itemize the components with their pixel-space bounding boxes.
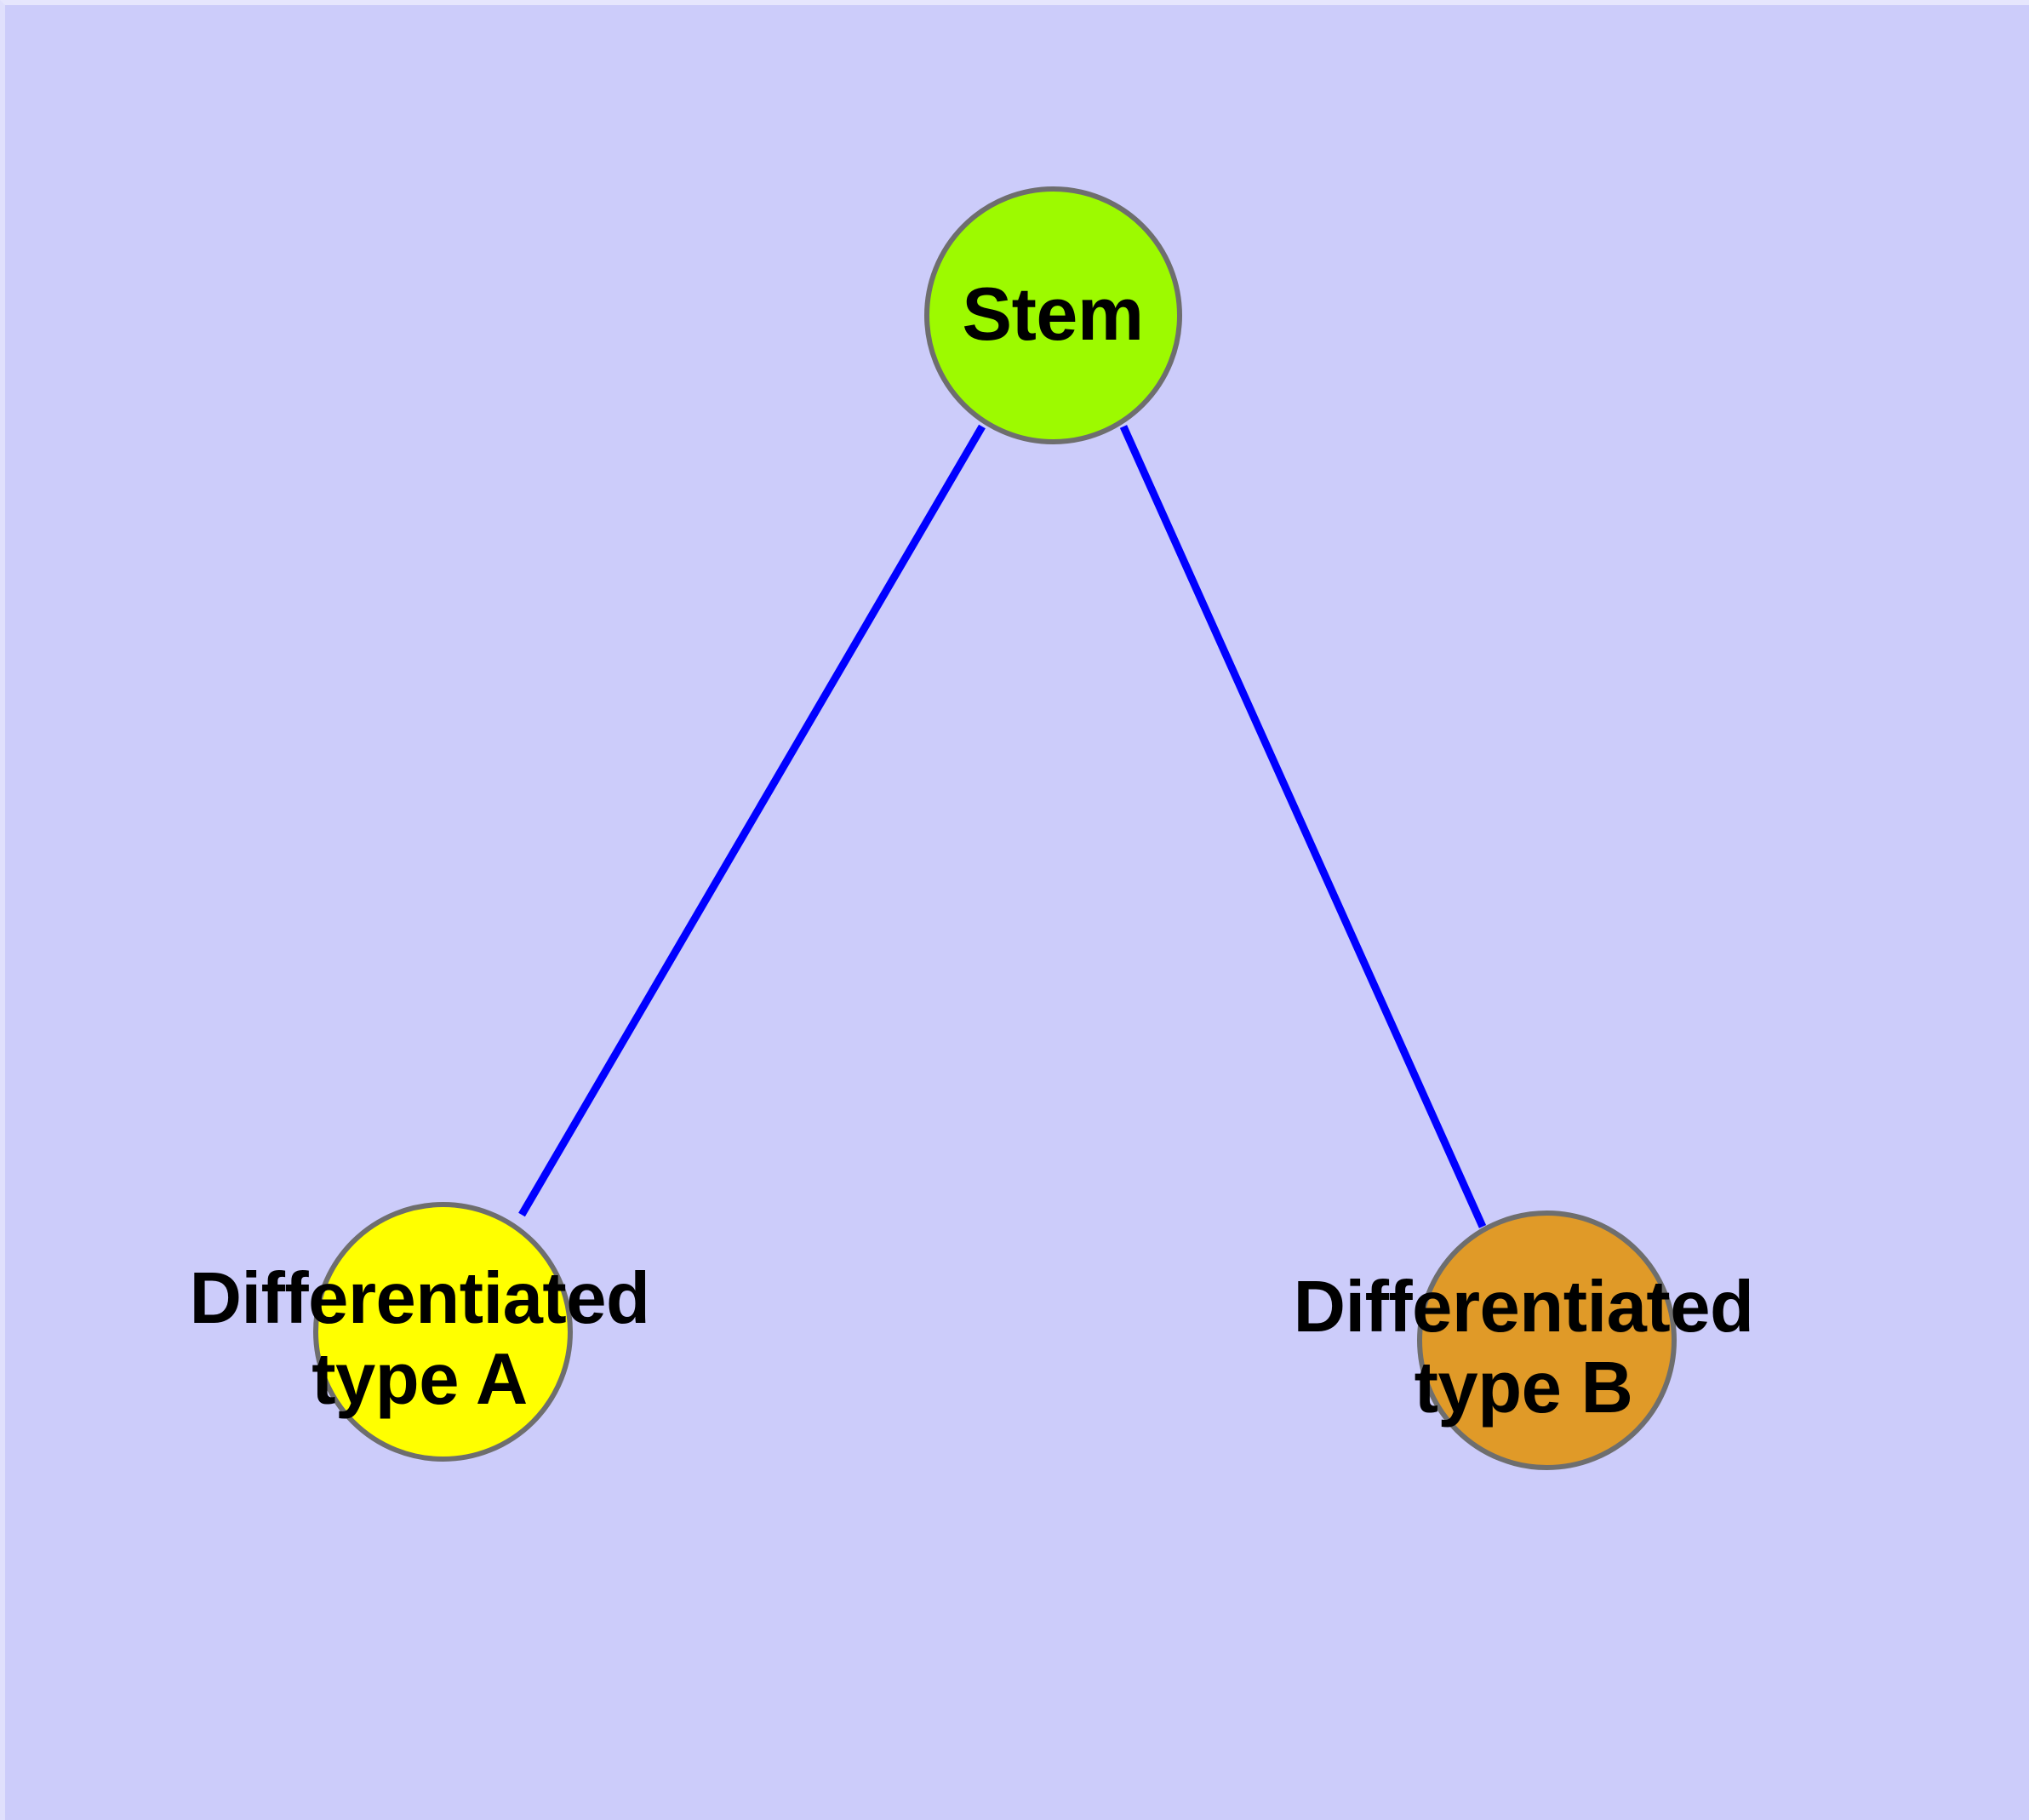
edge-stem-to-differentiated-type-b[interactable] [1119, 425, 1487, 1228]
node-differentiated-type-a[interactable] [313, 1202, 573, 1462]
edge-stem-to-differentiated-type-a[interactable] [518, 424, 986, 1217]
node-stem[interactable] [924, 186, 1182, 444]
node-differentiated-type-b[interactable] [1417, 1210, 1677, 1470]
